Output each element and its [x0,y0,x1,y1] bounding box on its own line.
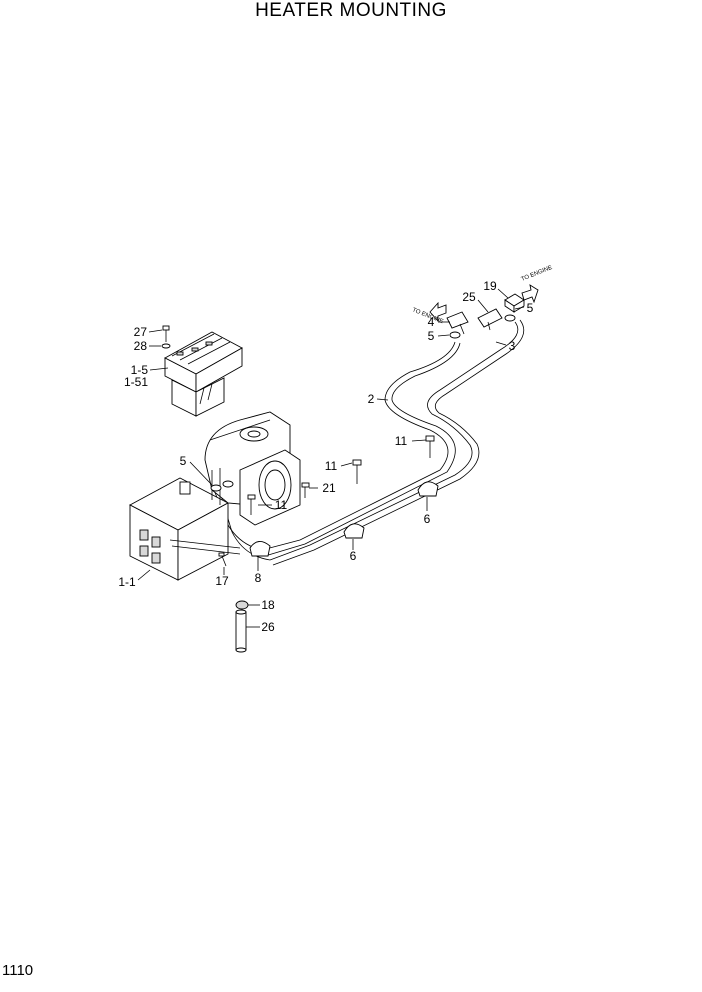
callout-6-left: 6 [350,549,357,563]
bolt-21 [301,482,310,498]
callout-6-right: 6 [424,512,431,526]
callout-19: 19 [483,279,497,293]
callout-5-mid: 5 [428,329,435,343]
note-to-engine-right: TO ENGINE [521,265,554,283]
page-title: HEATER MOUNTING [255,0,447,21]
leader-lines [137,288,525,628]
clamp-6-right [417,481,439,497]
callout-11-mid: 11 [325,459,338,473]
clamp-8 [249,541,271,557]
callout-2: 2 [368,392,375,406]
callout-3: 3 [509,339,516,353]
callout-5-right: 5 [527,301,534,315]
callout-1-51: 1-51 [124,375,148,389]
callout-28: 28 [134,339,148,353]
clamp-18 [235,600,249,610]
callout-17: 17 [215,574,229,588]
callout-4: 4 [428,315,435,329]
callout-8: 8 [255,571,262,585]
callout-21: 21 [322,481,336,495]
page-number: 1110 [2,962,34,979]
callout-26: 26 [261,620,275,634]
callout-1-1: 1-1 [118,575,136,589]
controller-unit [164,331,243,417]
connector-19 [504,293,525,313]
callout-25: 25 [462,290,476,304]
callout-1-5: 1-5 [131,363,149,377]
callout-11-top: 11 [395,434,408,448]
bolt-11-top [425,435,435,458]
exhaust-pipe-26 [235,609,247,653]
valve-4 [446,311,469,335]
heater-body [129,411,301,581]
washer-28 [161,343,171,349]
arrow-to-engine-right [521,284,539,304]
callout-27: 27 [134,325,148,339]
arrow-to-engine-left [429,301,447,323]
hose-clamp-5-mid [449,331,461,339]
hose-clamp-5-left [210,480,234,492]
screw-17 [218,552,227,567]
valve-25 [477,308,503,331]
hose-clamp-5-right [504,314,516,322]
bolt-27 [162,325,170,342]
callout-11-low: 11 [275,498,288,512]
callout-5-left: 5 [180,454,187,468]
bolt-11-mid [352,459,362,484]
callouts: 27 28 1-5 1-51 19 25 5 4 5 3 2 11 11 21 … [118,279,533,634]
bolt-11-low [247,494,256,515]
callout-18: 18 [261,598,275,612]
clamp-6-left [343,523,365,539]
